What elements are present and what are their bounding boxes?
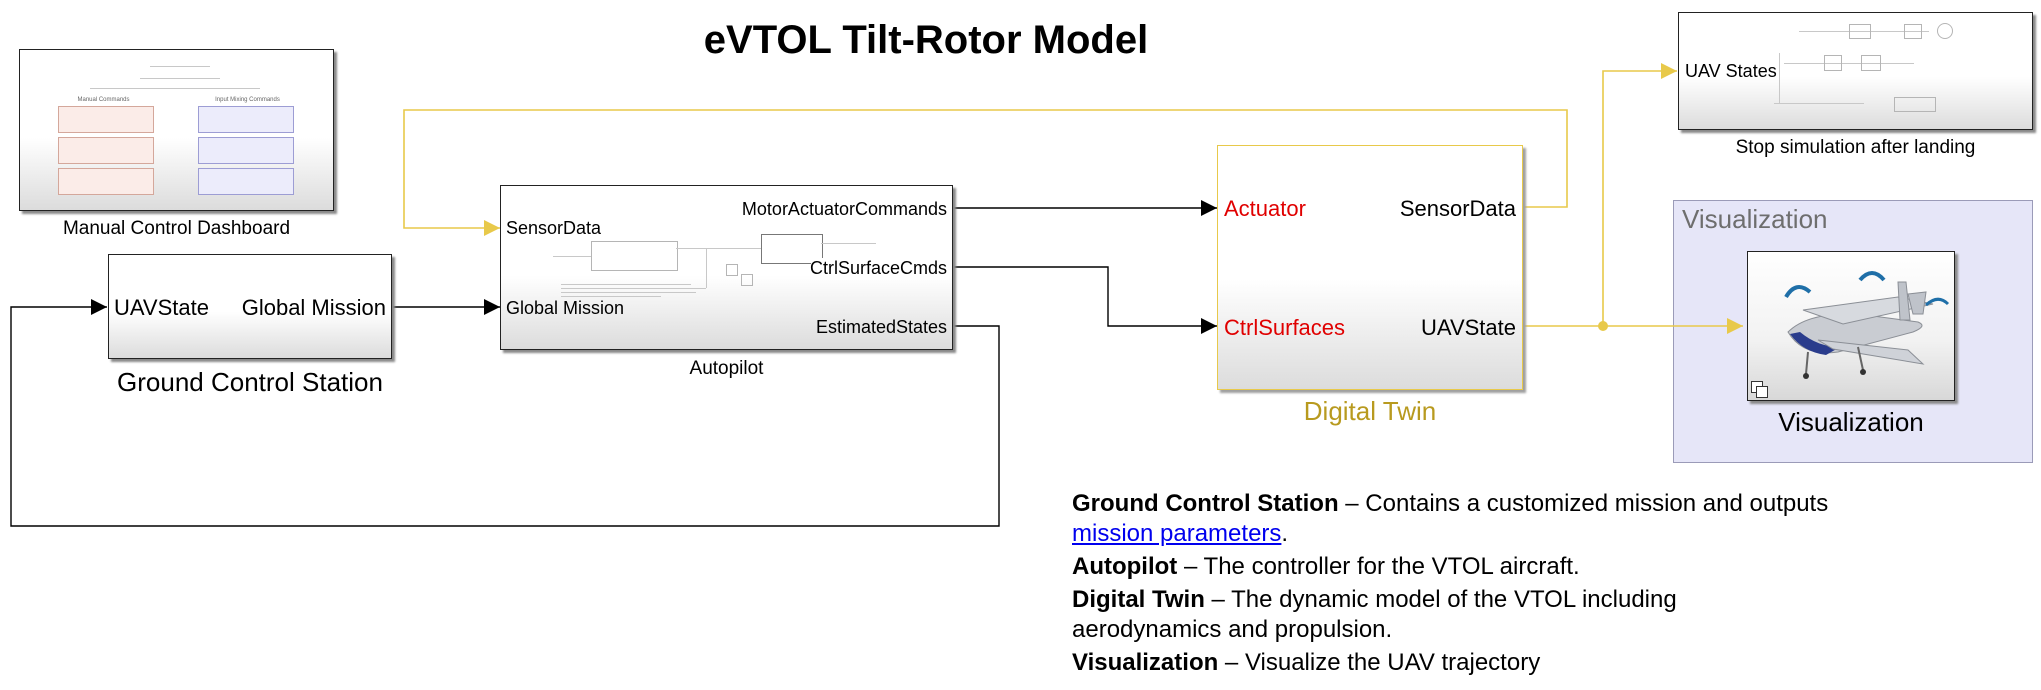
dashboard-left-panel-title: Manual Commands xyxy=(77,97,130,103)
description-term: Digital Twin xyxy=(1072,586,1205,613)
digital-twin-port-uav-state: UAVState xyxy=(1421,315,1516,340)
uav-state-to-stop-sim-line[interactable] xyxy=(1602,63,1677,326)
description-text: – The dynamic model of the VTOL includin… xyxy=(1072,586,1677,643)
junction-dot-icon xyxy=(1598,321,1608,331)
ground-control-station-block[interactable]: UAVState Global Mission xyxy=(108,254,392,359)
dashboard-right-panel-title: Input Mixing Commands xyxy=(215,97,280,103)
autopilot-port-estimated-states: EstimatedStates xyxy=(815,317,947,337)
sensor-data-feedback-line[interactable] xyxy=(403,109,1568,236)
autopilot-port-motor-actuator-commands: MotorActuatorCommands xyxy=(741,199,947,219)
description-visualization: Visualization – Visualize the UAV trajec… xyxy=(1072,648,1832,678)
visualization-area-title: Visualization xyxy=(1682,204,1828,234)
description-end: . xyxy=(1281,520,1289,547)
autopilot-port-ctrl-surface-cmds: CtrlSurfaceCmds xyxy=(809,258,947,278)
description-panel: Ground Control Station – Contains a cust… xyxy=(1072,489,1832,681)
visualization-block[interactable] xyxy=(1747,251,1955,401)
digital-twin-label: Digital Twin xyxy=(1303,396,1437,426)
description-text: – Contains a customized mission and outp… xyxy=(1338,490,1829,517)
gcs-port-uav-state: UAVState xyxy=(114,295,209,320)
ground-control-station-label: Ground Control Station xyxy=(117,367,383,397)
description-digital-twin: Digital Twin – The dynamic model of the … xyxy=(1072,585,1832,645)
autopilot-block[interactable]: SensorData Global Mission MotorActuatorC… xyxy=(500,185,953,350)
description-text: – The controller for the VTOL aircraft. xyxy=(1177,553,1580,580)
digital-twin-port-ctrl-surfaces: CtrlSurfaces xyxy=(1224,315,1346,340)
gcs-port-global-mission: Global Mission xyxy=(241,295,386,320)
description-autopilot: Autopilot – The controller for the VTOL … xyxy=(1072,552,1832,582)
digital-twin-port-actuator: Actuator xyxy=(1224,196,1306,221)
description-ground-control: Ground Control Station – Contains a cust… xyxy=(1072,489,1832,549)
subsystem-link-icon xyxy=(1751,381,1768,398)
ctrl-surface-line[interactable] xyxy=(953,266,1217,334)
digital-twin-port-sensor-data: SensorData xyxy=(1399,196,1516,221)
manual-control-dashboard-block[interactable]: Manual Commands Input Mixing Commands xyxy=(19,49,334,211)
description-term: Ground Control Station xyxy=(1072,490,1339,517)
aircraft-image xyxy=(1784,271,1950,379)
stop-sim-port-uav-states: UAV States xyxy=(1685,61,1777,81)
autopilot-port-global-mission: Global Mission xyxy=(506,298,625,318)
autopilot-label: Autopilot xyxy=(689,358,764,379)
autopilot-port-sensor-data: SensorData xyxy=(506,218,602,238)
diagram-title: eVTOL Tilt-Rotor Model xyxy=(703,18,1149,62)
description-term: Visualization xyxy=(1072,649,1219,676)
mission-parameters-link[interactable]: mission parameters xyxy=(1072,520,1282,547)
description-text: – Visualize the UAV trajectory xyxy=(1218,649,1541,676)
digital-twin-block[interactable]: Actuator CtrlSurfaces SensorData UAVStat… xyxy=(1217,145,1523,390)
estimated-states-loop-line[interactable] xyxy=(10,299,1000,527)
description-term: Autopilot xyxy=(1072,553,1178,580)
stop-simulation-label: Stop simulation after landing xyxy=(1735,137,1976,158)
stop-simulation-block[interactable]: UAV States xyxy=(1678,12,2033,130)
manual-control-dashboard-label: Manual Control Dashboard xyxy=(62,218,291,239)
visualization-label: Visualization xyxy=(1778,407,1924,437)
